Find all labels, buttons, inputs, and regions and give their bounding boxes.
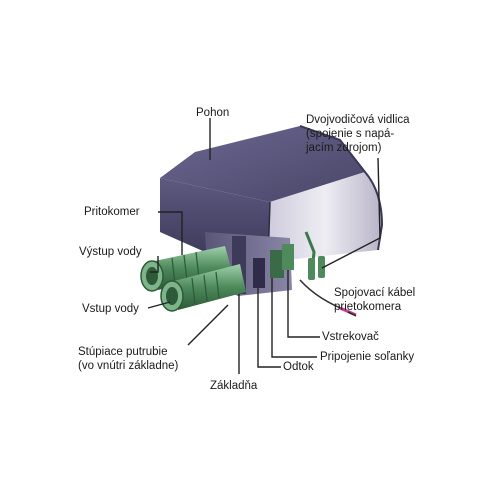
leader-pripojenie-solanky [271, 278, 317, 358]
drive-housing [160, 125, 384, 263]
injector-fitting [282, 244, 294, 270]
power-plug [304, 231, 325, 280]
housing-top [160, 126, 365, 202]
label-vystup-vody: Výstup vody [79, 246, 142, 258]
inlet-pipe [160, 264, 246, 312]
housing-edge [299, 125, 384, 251]
label-spojovaci-kabel: Spojovací kábel prietokomera [334, 287, 416, 313]
leader-spojovaci-kabel [347, 311, 357, 317]
leader-stupiace-putrubie [187, 304, 229, 346]
meter-cable [299, 279, 357, 317]
drain-fitting [253, 258, 265, 288]
label-dvojvodicova-vidlica: Dvojvodičová vidlica (spojenie s napá- j… [306, 114, 410, 154]
label-stupiace-putrubie: Stúpiace putrubie (vo vnútri základne) [78, 346, 179, 372]
leader-lines [147, 118, 381, 374]
leader-vystup-vody [150, 256, 159, 273]
label-pripojenie-solanky: Pripojenie soľanky [320, 351, 415, 363]
housing-right-cover [268, 172, 382, 262]
label-pohon: Pohon [196, 107, 230, 119]
label-vstup-vody: Vstup vody [82, 303, 139, 315]
label-vstrekovac: Vstrekovač [322, 331, 379, 343]
leader-dvojvodicova [321, 157, 381, 269]
leader-vstup-vody [147, 301, 171, 309]
label-pritokomer: Pritokomer [84, 206, 140, 218]
brine-fitting [270, 250, 284, 278]
label-odtok: Odtok [283, 361, 314, 373]
leader-pritokomer [158, 211, 183, 255]
leader-vstrekovac [287, 270, 320, 338]
leader-odtok [257, 288, 281, 368]
label-zakladna: Základňa [210, 380, 258, 392]
